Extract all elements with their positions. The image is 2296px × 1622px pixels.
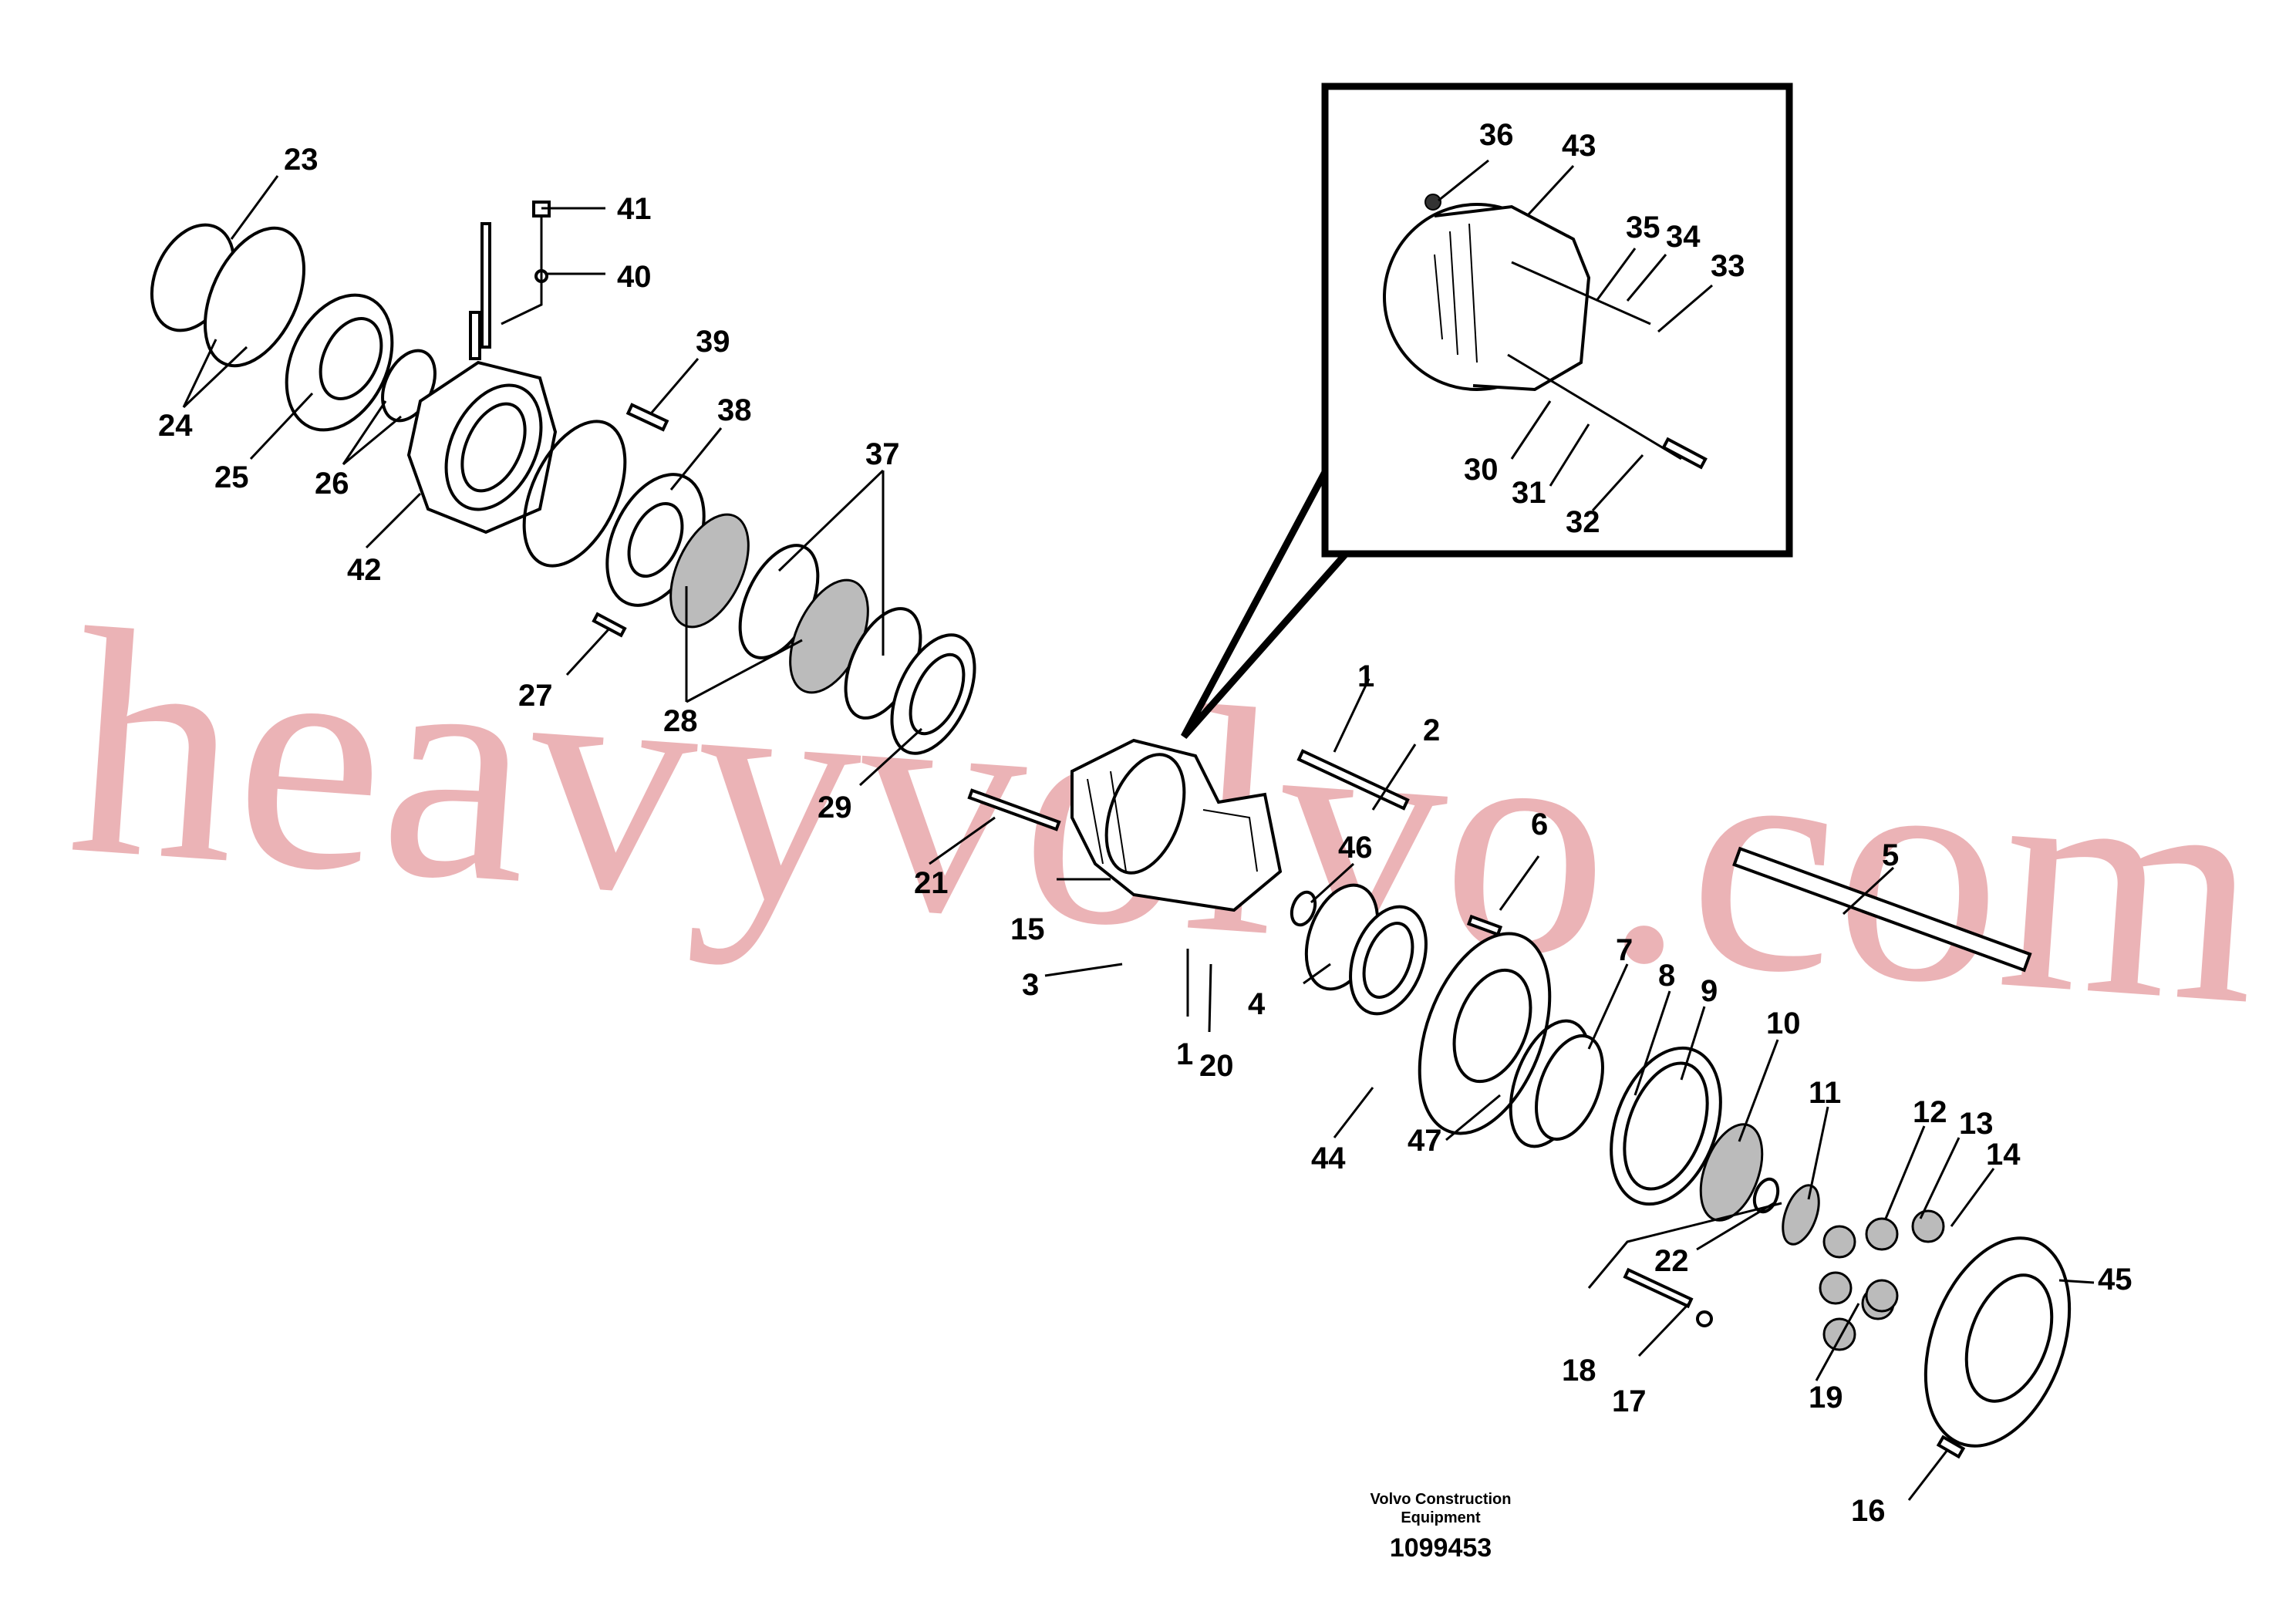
callout-18: 18: [1562, 1354, 1596, 1388]
center-axle-housing: [967, 738, 2072, 1459]
callout-29: 29: [818, 791, 852, 824]
callout-17: 17: [1612, 1384, 1647, 1418]
callout-4: 4: [1248, 987, 1266, 1021]
callout-3: 3: [1022, 968, 1039, 1002]
drawing-number: 1099453: [1390, 1533, 1492, 1563]
callout-31: 31: [1512, 476, 1546, 510]
callout-9: 9: [1701, 974, 1718, 1008]
callout-7: 7: [1616, 933, 1633, 967]
callout-37: 37: [865, 437, 900, 471]
callout-19: 19: [1809, 1381, 1843, 1415]
callout-30: 30: [1464, 453, 1499, 487]
callout-34: 34: [1666, 220, 1701, 254]
callout-26: 26: [315, 467, 349, 501]
callout-36: 36: [1479, 118, 1514, 152]
credit-line-1: Volvo Construction: [1371, 1491, 1512, 1508]
leader-lines: [182, 159, 2095, 1501]
callout-15: 15: [1010, 912, 1045, 946]
callout-38: 38: [717, 393, 752, 427]
callout-20: 20: [1199, 1049, 1234, 1083]
callout-40: 40: [617, 260, 652, 294]
credit-line-2: Equipment: [1401, 1509, 1481, 1526]
callout-16: 16: [1851, 1494, 1886, 1528]
callout-1-lower: 1: [1176, 1037, 1193, 1071]
callout-2: 2: [1423, 713, 1440, 747]
brake-housing: [406, 222, 558, 534]
callout-21: 21: [914, 866, 949, 900]
callout-33: 33: [1711, 249, 1745, 283]
callout-32: 32: [1566, 505, 1600, 539]
callout-11: 11: [1809, 1076, 1841, 1110]
callout-1: 1: [1357, 659, 1374, 693]
callout-47: 47: [1408, 1124, 1442, 1158]
callout-12: 12: [1913, 1095, 1947, 1129]
callout-46: 46: [1338, 831, 1373, 865]
callout-6: 6: [1531, 808, 1548, 841]
callout-numbers: 23 24 25 26 42 41 40 39 38 37 27 28 29 2…: [158, 118, 2132, 1528]
callout-22: 22: [1654, 1244, 1689, 1278]
callout-5: 5: [1882, 838, 1899, 872]
callout-13: 13: [1959, 1107, 1994, 1141]
callout-8: 8: [1658, 959, 1675, 993]
callout-43: 43: [1562, 129, 1596, 163]
callout-35: 35: [1626, 211, 1660, 244]
credit-block: Volvo Construction Equipment 1099453: [1371, 1491, 1512, 1563]
inset-carrier-housing: [1383, 194, 1591, 392]
callout-41: 41: [617, 192, 652, 226]
callout-44: 44: [1311, 1141, 1346, 1175]
callout-23: 23: [284, 143, 319, 177]
callout-24: 24: [158, 409, 193, 443]
detail-inset: [1181, 83, 1793, 739]
callout-28: 28: [663, 704, 698, 738]
callout-25: 25: [214, 460, 249, 494]
parts-left-cluster: [150, 201, 976, 755]
callout-39: 39: [696, 325, 730, 359]
callout-27: 27: [518, 679, 553, 713]
callout-45: 45: [2098, 1263, 2132, 1297]
callout-10: 10: [1766, 1007, 1801, 1040]
callout-42: 42: [347, 553, 382, 587]
callout-14: 14: [1986, 1138, 2021, 1172]
